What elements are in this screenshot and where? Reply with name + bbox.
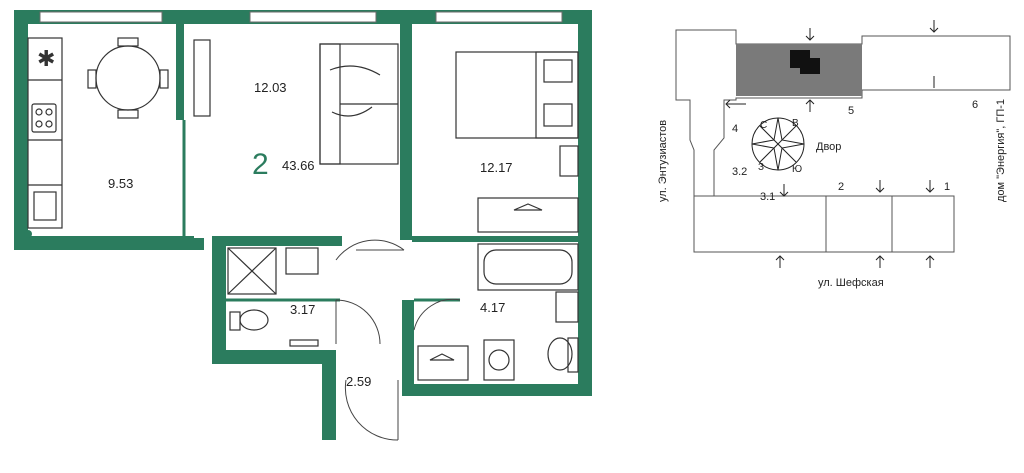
room-area-kitchen: 9.53 <box>108 176 133 191</box>
yard-label: Двор <box>816 141 841 153</box>
street-right-label: дом "Энергия", ГП-1 <box>995 99 1007 202</box>
apartment-plan: ✱ <box>14 10 592 441</box>
doors <box>335 239 461 441</box>
compass-west: З <box>758 162 764 173</box>
compass-east: В <box>792 118 799 129</box>
room-area-bedroom: 12.17 <box>480 160 513 175</box>
apartment-marker <box>790 50 820 74</box>
bathroom-2-fixtures <box>417 243 579 381</box>
window <box>435 11 563 23</box>
living-furniture <box>193 39 399 165</box>
section-label-2: 2 <box>838 181 844 193</box>
room-area-hall: 2.59 <box>346 374 371 389</box>
street-left-label: ул. Энтузиастов <box>657 120 669 202</box>
compass-north: С <box>760 120 767 131</box>
section-label-6: 6 <box>972 99 978 111</box>
total-area: 43.66 <box>282 158 315 173</box>
compass-rose <box>751 117 805 171</box>
window <box>249 11 377 23</box>
svg-text:✱: ✱ <box>37 46 55 71</box>
rooms-count: 2 <box>252 148 269 181</box>
room-area-bathroom-2: 4.17 <box>480 300 505 315</box>
section-label-5: 5 <box>848 105 854 117</box>
section-label-3-2: 3.2 <box>732 166 747 178</box>
kitchen-furniture: ✱ <box>24 37 169 238</box>
room-area-bathroom-1: 3.17 <box>290 302 315 317</box>
bedroom-furniture <box>455 51 579 233</box>
compass-south: Ю <box>792 164 802 175</box>
bathroom-1-fixtures <box>227 247 319 347</box>
section-label-4: 4 <box>732 123 738 135</box>
site-plan: С В Ю З Двор 1 2 3.1 3.2 4 5 6 ул. Шефск… <box>657 20 1011 289</box>
building-outline <box>675 29 1011 253</box>
street-bottom-label: ул. Шефская <box>818 277 884 289</box>
entrance-arrows <box>725 20 939 268</box>
exterior-walls <box>14 10 592 440</box>
window <box>39 11 163 23</box>
section-label-1: 1 <box>944 181 950 193</box>
room-area-living: 12.03 <box>254 80 287 95</box>
section-label-3-1: 3.1 <box>760 191 775 203</box>
